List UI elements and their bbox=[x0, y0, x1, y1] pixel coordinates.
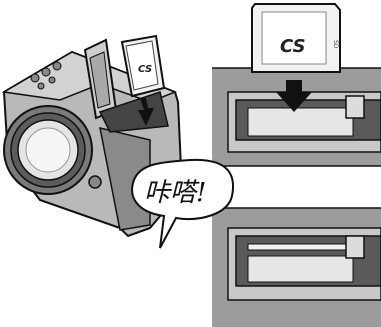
card-logo-small: CS bbox=[138, 64, 152, 75]
card-logo-large: CS bbox=[280, 36, 306, 57]
memory-card-large: CS SD bbox=[252, 4, 340, 72]
inserted-card-edge bbox=[248, 244, 348, 250]
seated-panel bbox=[212, 208, 381, 327]
insert-panel: CS SD bbox=[212, 4, 381, 166]
click-sound-text: 咔嗒! bbox=[144, 178, 206, 208]
card-side-label: SD bbox=[332, 40, 339, 49]
lens bbox=[4, 106, 92, 194]
